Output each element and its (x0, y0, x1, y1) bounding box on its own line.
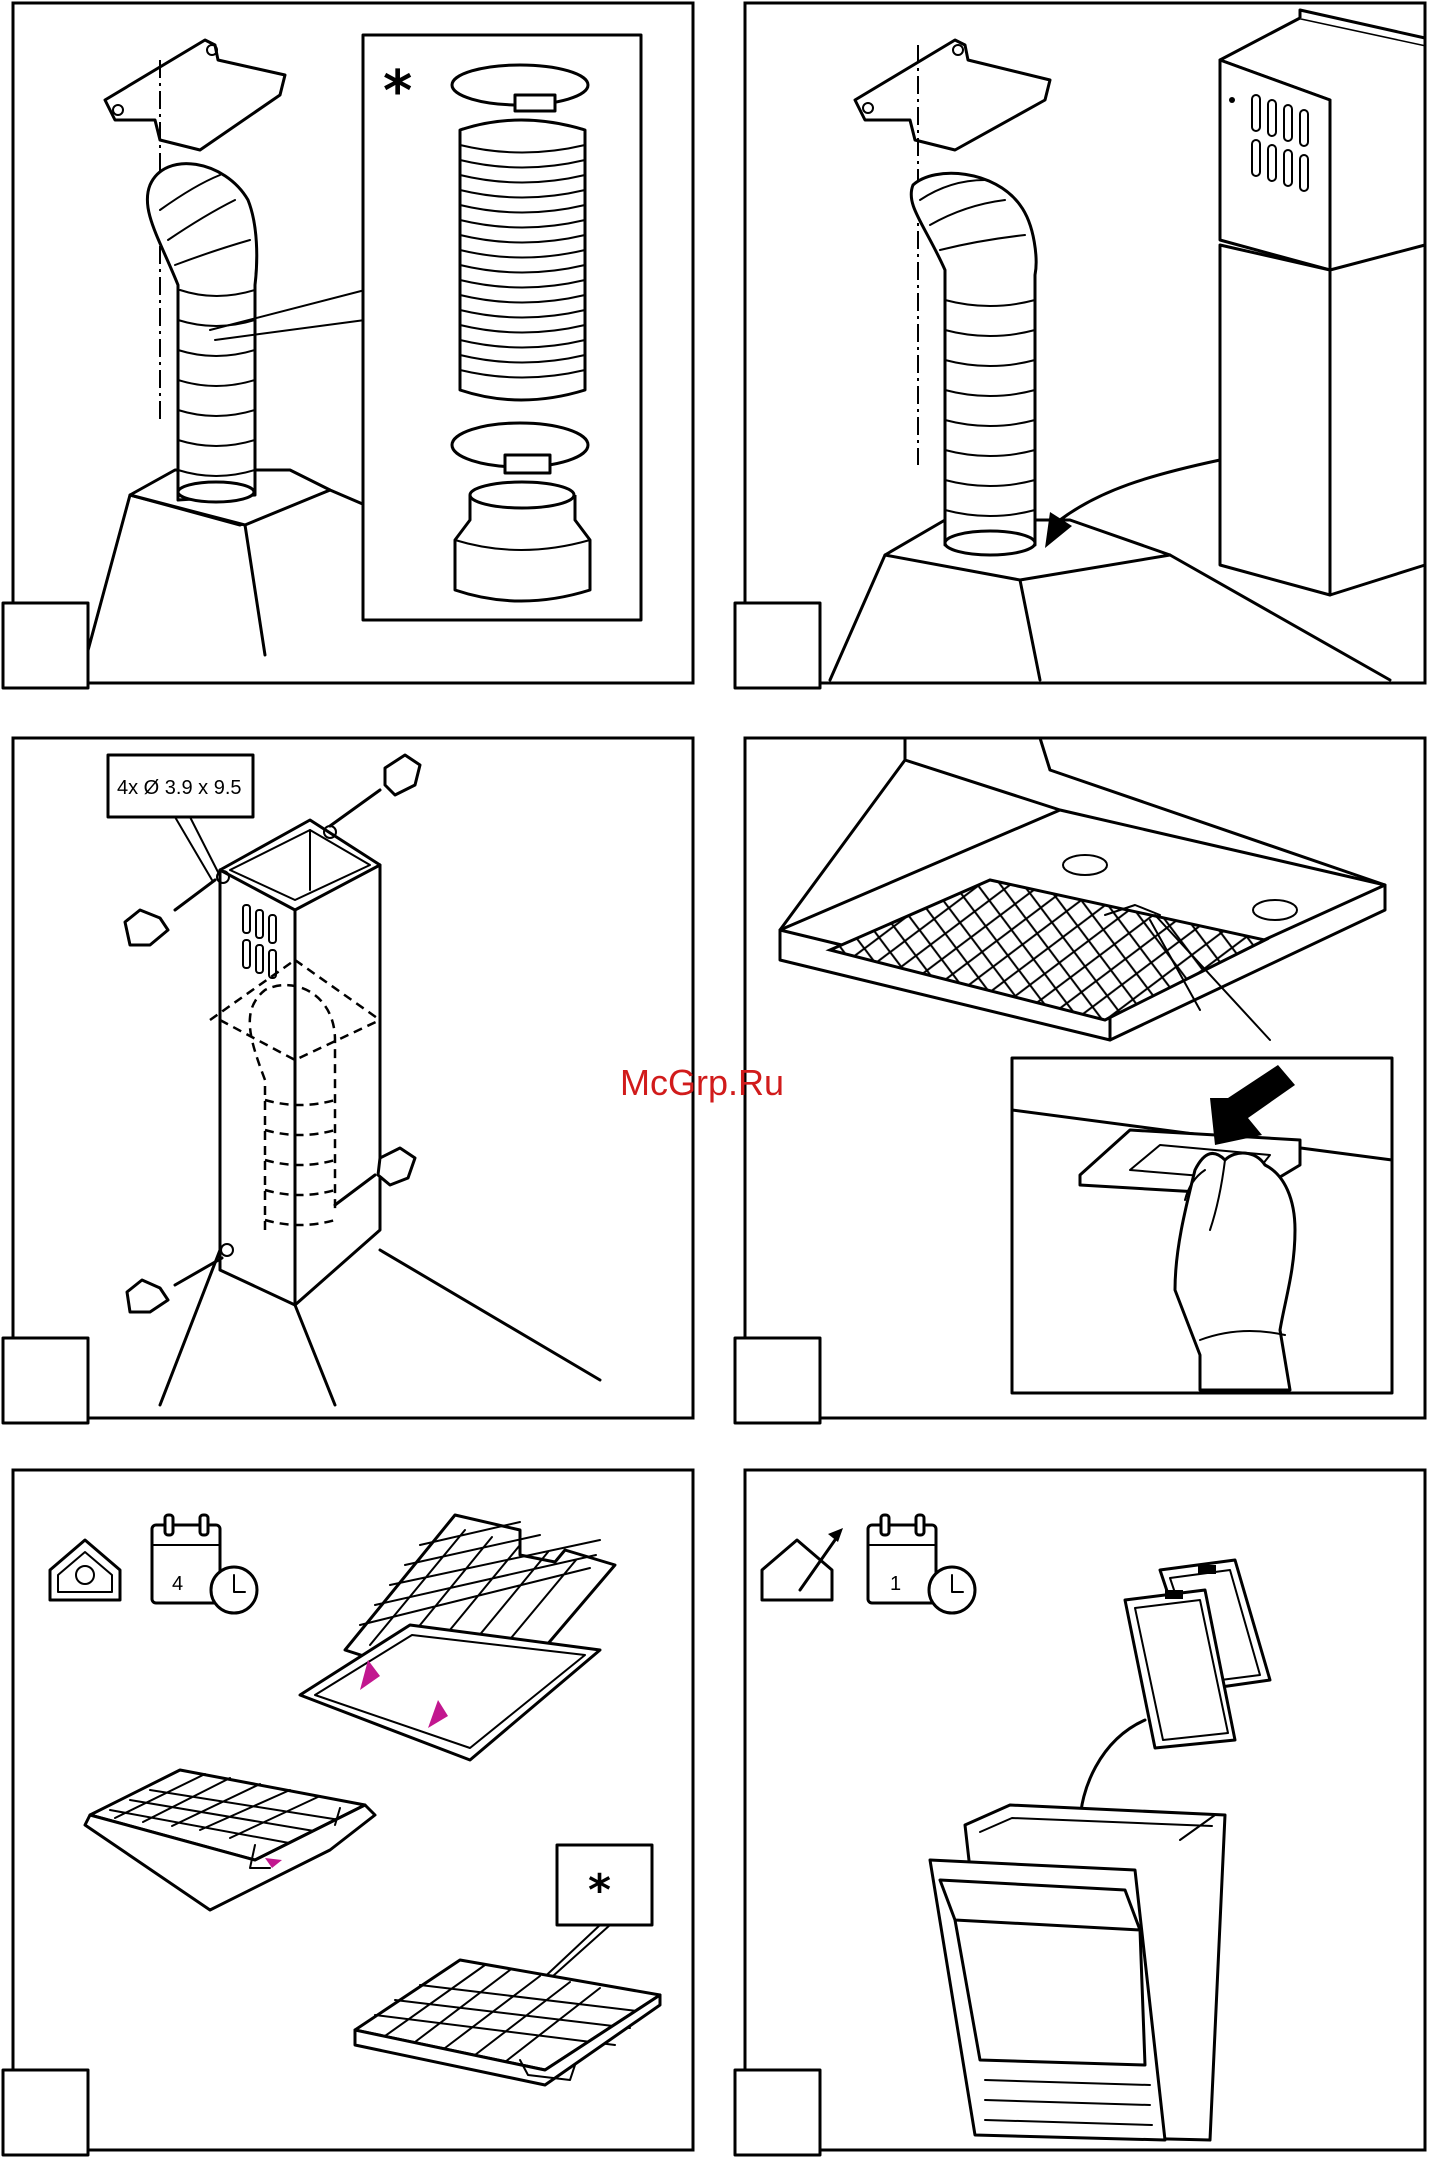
dishwasher-icon (930, 1805, 1225, 2140)
step-number-box (735, 2070, 820, 2155)
panel-4 (735, 738, 1425, 1423)
step-number-box (735, 603, 820, 688)
clock-icon (929, 1567, 975, 1613)
optional-star: * (383, 59, 412, 124)
step-number-box (3, 2070, 88, 2155)
aluminium-duct (460, 120, 585, 400)
step-number-box (735, 1338, 820, 1423)
watermark-text: McGrp.Ru (620, 1062, 784, 1103)
calendar-icon: 1 (868, 1515, 936, 1603)
optional-star: * (588, 1865, 611, 1916)
panel-6: 1 (735, 1470, 1425, 2155)
clock-icon (211, 1567, 257, 1613)
duct-adapter (455, 482, 590, 601)
panel-1: * (3, 3, 693, 688)
panel-3: 4x Ø 3.9 x 9.5 (3, 738, 693, 1423)
calendar-digit: 1 (890, 1573, 901, 1595)
step-number-box (3, 603, 88, 688)
panel-5: 4 * (3, 1470, 693, 2155)
chimney-cover (1220, 10, 1425, 595)
step-number-box (3, 1338, 88, 1423)
screw-spec-label: 4x Ø 3.9 x 9.5 (117, 777, 242, 799)
calendar-digit: 4 (172, 1573, 183, 1595)
panel-2 (735, 3, 1425, 688)
chimney-assembly (210, 820, 380, 1305)
